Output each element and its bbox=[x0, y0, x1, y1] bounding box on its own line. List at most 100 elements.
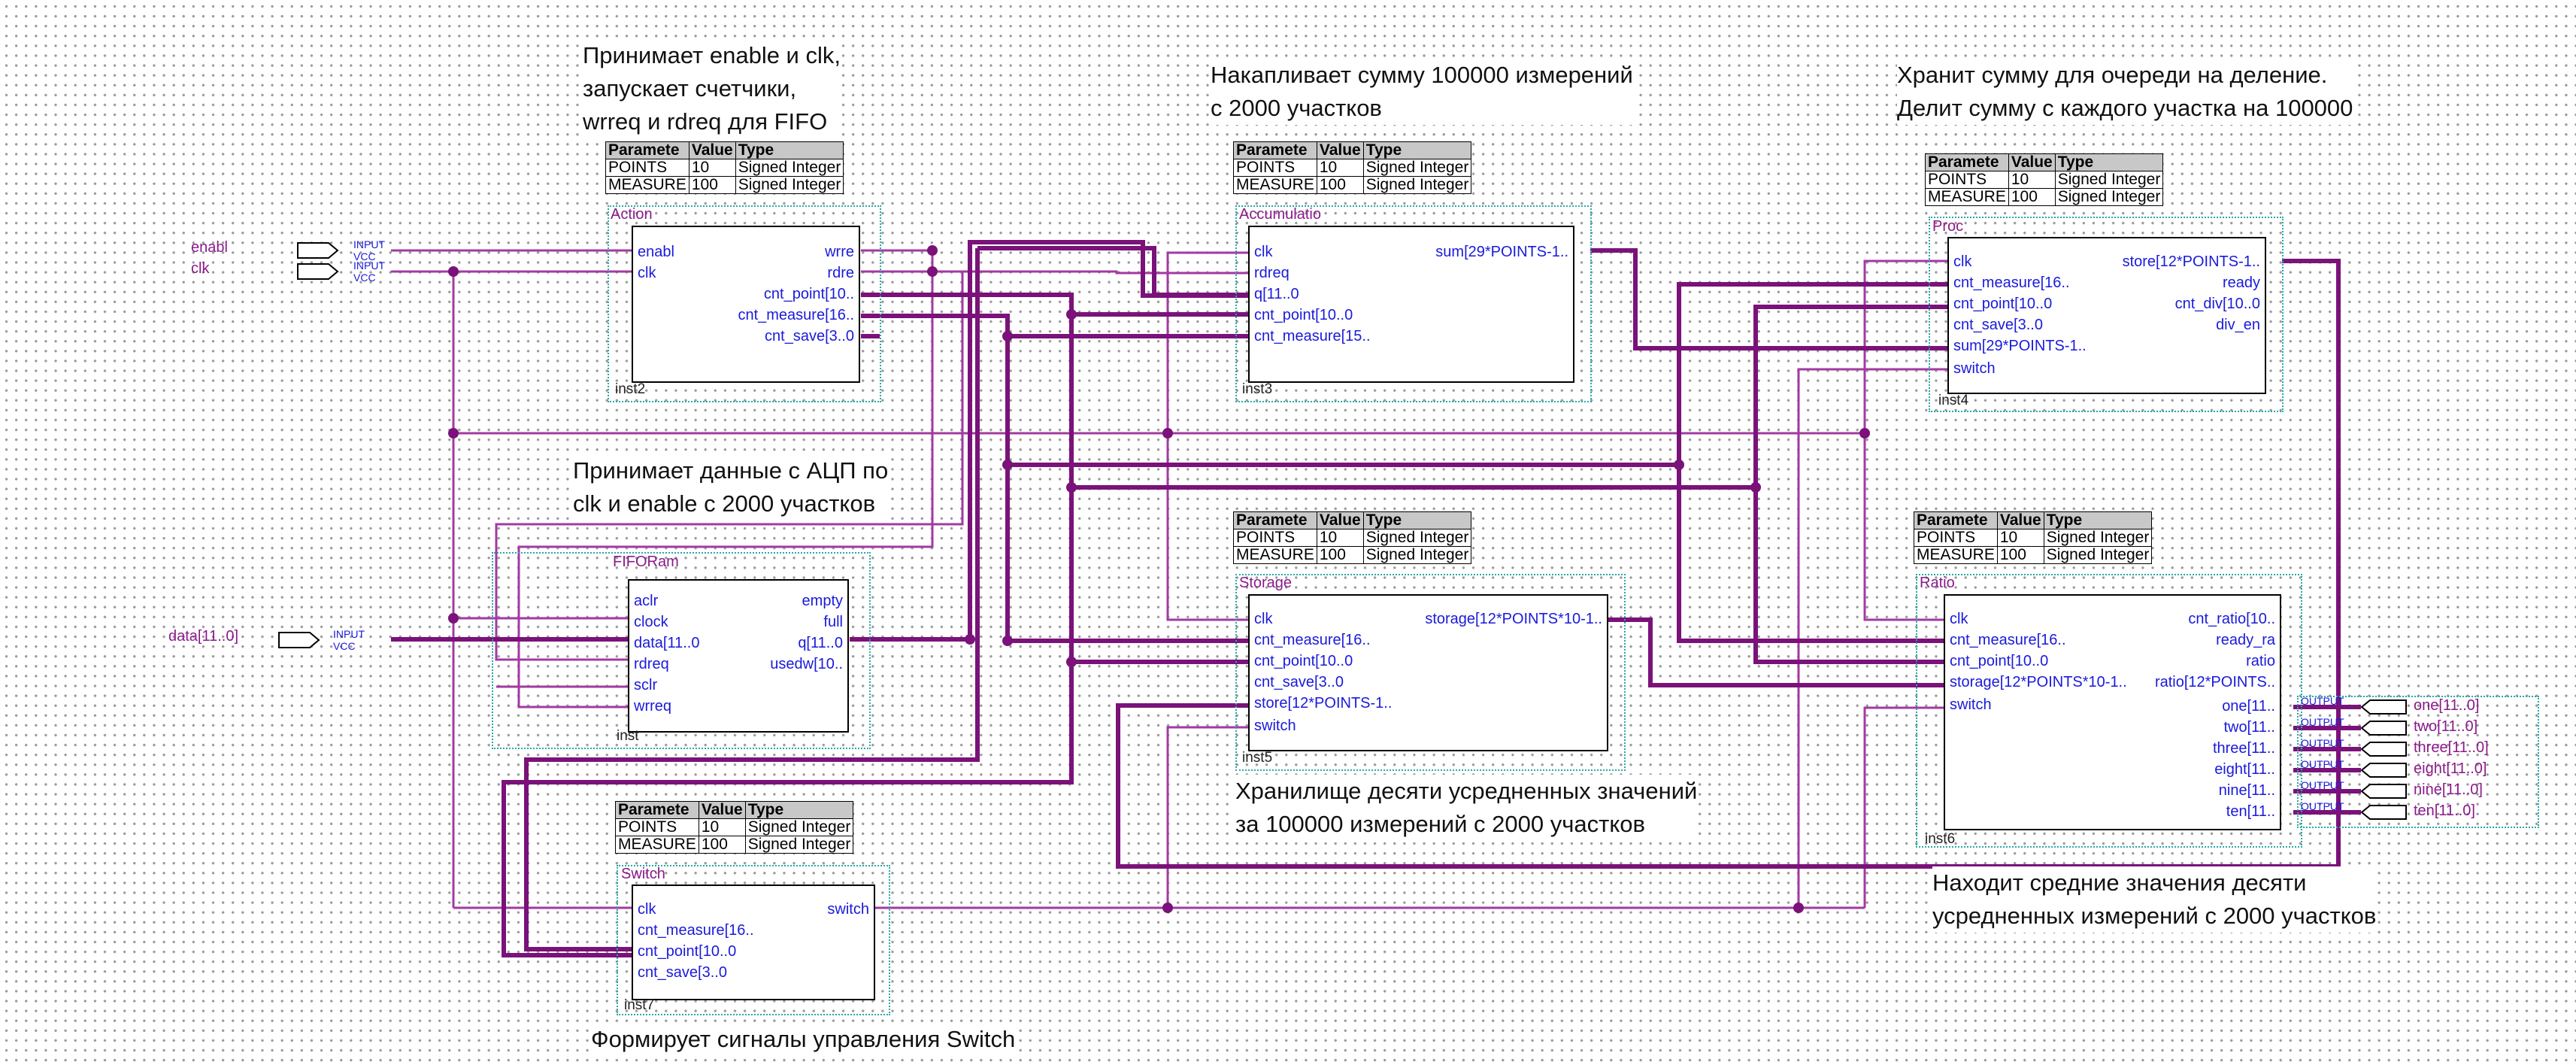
pin-clk: clk bbox=[638, 265, 656, 281]
bus-store bbox=[1116, 259, 2341, 869]
block-proc[interactable]: clk cnt_measure[16.. cnt_point[10..0 cnt… bbox=[1947, 237, 2266, 394]
wire-switch-proc bbox=[1797, 368, 1947, 908]
pin-ratio-bus: ratio[12*POINTS.. bbox=[2154, 674, 2275, 690]
input-port-clk[interactable] bbox=[297, 263, 339, 280]
pin-cnt-measure: cnt_measure[16.. bbox=[638, 922, 754, 939]
block-name-action: Action bbox=[611, 206, 653, 223]
output-port-eight[interactable] bbox=[2361, 763, 2408, 778]
input-port-enable[interactable] bbox=[297, 242, 339, 259]
pin-one: one[11.. bbox=[2222, 698, 2275, 715]
pin-clock: clock bbox=[634, 614, 668, 630]
pin-cnt-point: cnt_point[10..0 bbox=[1953, 296, 2053, 312]
pin-switch: switch bbox=[1254, 718, 1296, 734]
pin-storage: storage[12*POINTS*10-1.. bbox=[1950, 674, 2127, 690]
wire-wrreq bbox=[517, 249, 934, 709]
note-storage: Хранилище десяти усредненных значений за… bbox=[1235, 775, 1698, 841]
pin-cnt-div: cnt_div[10..0 bbox=[2174, 296, 2260, 312]
block-name-accum: Accumulatio bbox=[1239, 206, 1321, 223]
block-storage[interactable]: clk cnt_measure[16.. cnt_point[10..0 cnt… bbox=[1248, 594, 1608, 751]
output-type-nine: OUTPUT bbox=[2301, 779, 2344, 791]
bus-cnt-measure-ratio bbox=[1677, 465, 1944, 643]
frame-switch bbox=[617, 865, 890, 1015]
pin-enable: enabl bbox=[638, 244, 674, 260]
bus-cnt-save-storage bbox=[524, 248, 980, 951]
output-port-two[interactable] bbox=[2361, 721, 2408, 736]
output-type-ten: OUTPUT bbox=[2301, 800, 2344, 812]
note-action: Принимает enable и clk, запускает счетчи… bbox=[583, 39, 841, 138]
pin-clk: clk bbox=[1254, 611, 1273, 627]
pin-wrreq: wrre bbox=[825, 244, 854, 260]
pin-cnt-measure: cnt_measure[16.. bbox=[1254, 632, 1371, 648]
wire-switch-storage bbox=[1166, 726, 1248, 908]
pin-ratio: ratio bbox=[2246, 653, 2275, 669]
pin-cnt-save: cnt_save[3..0 bbox=[1953, 317, 2043, 333]
pin-rdreq: rdreq bbox=[634, 656, 669, 672]
output-type-three: OUTPUT bbox=[2301, 737, 2344, 749]
input-port-data-label: data[11..0] bbox=[168, 628, 239, 645]
input-vcc-data: VCC bbox=[333, 640, 356, 652]
frame-proc bbox=[1929, 217, 2284, 412]
block-fifo[interactable]: aclr clock data[11..0 rdreq sclr wrreq e… bbox=[628, 579, 849, 733]
inst-accum: inst3 bbox=[1242, 381, 1273, 397]
frame-ratio bbox=[1916, 574, 2302, 848]
block-action[interactable]: enabl clk wrre rdre cnt_point[10.. cnt_m… bbox=[632, 226, 860, 383]
pin-cnt-point: cnt_point[10..0 bbox=[1950, 653, 2049, 669]
pin-clk: clk bbox=[1950, 611, 1968, 627]
pin-cnt-measure: cnt_measure[16.. bbox=[1950, 632, 2066, 648]
pin-div-en: div_en bbox=[2216, 317, 2260, 333]
output-port-one-label: one[11..0] bbox=[2414, 697, 2480, 714]
pin-clk: clk bbox=[638, 901, 656, 918]
pin-cnt-point: cnt_point[10..0 bbox=[638, 943, 737, 960]
inst-fifo: inst bbox=[617, 728, 639, 744]
output-type-eight: OUTPUT bbox=[2301, 758, 2344, 770]
output-port-nine-label: nine[11..0] bbox=[2414, 781, 2483, 798]
output-port-ten[interactable] bbox=[2361, 805, 2408, 820]
pin-cnt-save: cnt_save[3..0 bbox=[638, 964, 727, 981]
pin-data: data[11..0 bbox=[634, 635, 700, 651]
input-port-data[interactable] bbox=[278, 632, 320, 648]
block-name-switch: Switch bbox=[621, 866, 665, 882]
pin-sclr: sclr bbox=[634, 677, 658, 693]
block-switch[interactable]: clk cnt_measure[16.. cnt_point[10..0 cnt… bbox=[632, 884, 875, 1000]
pin-cnt-measure: cnt_measure[16.. bbox=[738, 307, 854, 323]
pin-full: full bbox=[823, 614, 843, 630]
block-name-storage: Storage bbox=[1239, 575, 1293, 591]
frame-outputs bbox=[2297, 696, 2539, 828]
pin-ready: ready bbox=[2222, 275, 2260, 291]
pin-cnt-measure: cnt_measure[16.. bbox=[1953, 275, 2070, 291]
pin-empty: empty bbox=[802, 593, 843, 609]
output-port-two-label: two[11..0] bbox=[2414, 718, 2478, 735]
inst-storage: inst5 bbox=[1242, 750, 1273, 766]
output-port-nine[interactable] bbox=[2361, 784, 2408, 799]
bus-cnt-point-proc bbox=[1071, 305, 1947, 490]
output-port-three[interactable] bbox=[2361, 742, 2408, 757]
pin-rdreq: rdre bbox=[827, 265, 854, 281]
pin-wrreq: wrreq bbox=[634, 698, 672, 715]
block-ratio[interactable]: clk cnt_measure[16.. cnt_point[10..0 sto… bbox=[1944, 594, 2281, 830]
inst-ratio: inst6 bbox=[1925, 831, 1956, 847]
bus-cnt-point bbox=[861, 293, 1248, 664]
input-type-clk: INPUT bbox=[353, 259, 385, 272]
block-accumulation[interactable]: clk rdreq q[11..0 cnt_point[10..0 cnt_me… bbox=[1248, 226, 1574, 383]
pin-sum: sum[29*POINTS-1.. bbox=[1435, 244, 1568, 260]
frame-storage bbox=[1235, 574, 1626, 771]
input-type-enable: INPUT bbox=[353, 238, 385, 250]
pin-eight: eight[11.. bbox=[2214, 761, 2275, 778]
pin-cnt-point: cnt_point[10..0 bbox=[1254, 653, 1353, 669]
pin-aclr: aclr bbox=[634, 593, 659, 609]
input-type-data: INPUT bbox=[333, 628, 365, 640]
pin-ready-ratio: ready_ra bbox=[2216, 632, 2275, 648]
pin-switch: switch bbox=[1950, 696, 1992, 713]
note-fifo: Принимает данные с АЦП по clk и enable с… bbox=[573, 454, 889, 520]
bus-storage-ratio bbox=[1605, 617, 1944, 687]
note-accumulation: Накапливает сумму 100000 измерений с 200… bbox=[1211, 59, 1633, 125]
pin-storage: storage[12*POINTS*10-1.. bbox=[1425, 611, 1602, 627]
pin-cnt-point: cnt_point[10..0 bbox=[1254, 307, 1353, 323]
output-port-one[interactable] bbox=[2361, 699, 2408, 715]
pin-cnt-point: cnt_point[10.. bbox=[763, 286, 854, 302]
bus-fifo-q bbox=[850, 240, 1248, 642]
input-port-enable-label: enabl bbox=[191, 239, 228, 256]
